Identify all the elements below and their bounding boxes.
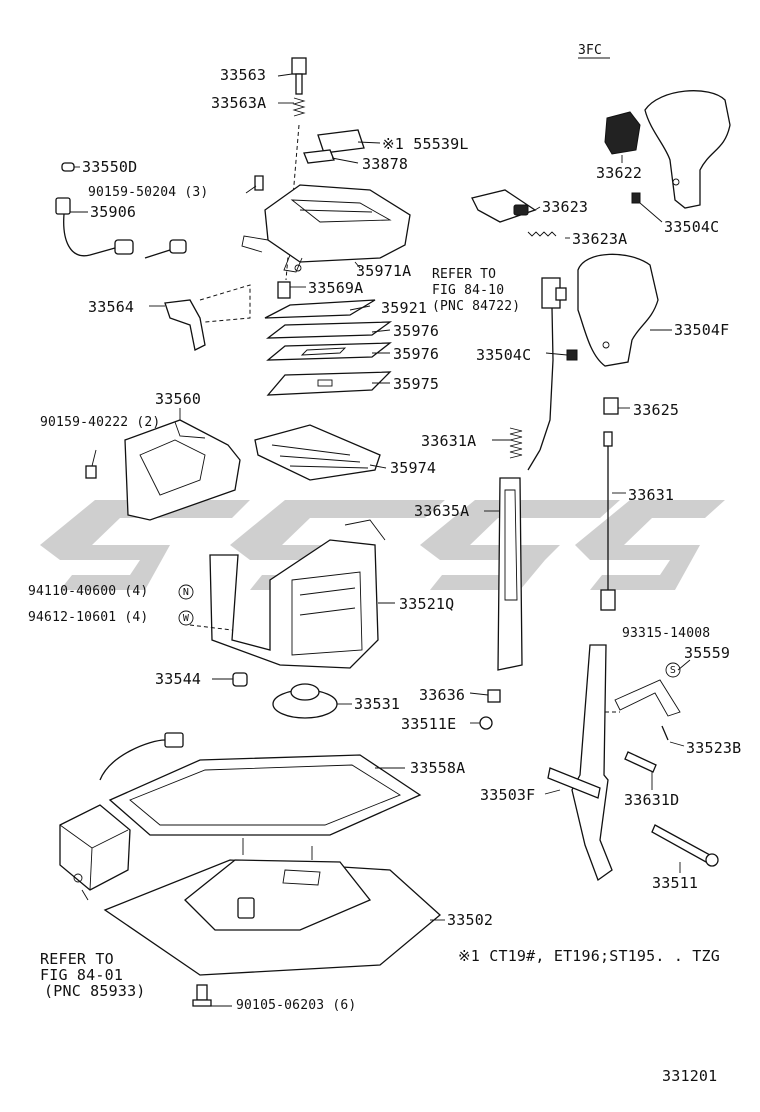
figure-code: 331201	[662, 1067, 718, 1085]
snap-callout-circle	[665, 662, 681, 678]
part-33531-boot	[272, 683, 338, 719]
label-33631A: 33631A	[421, 432, 477, 450]
label-90105-06203: 90105-06203 (6)	[236, 998, 357, 1013]
part-33569A	[277, 281, 291, 299]
label-33569A: 33569A	[308, 279, 364, 297]
part-slide-plates	[264, 299, 393, 396]
label-90159-40222: 90159-40222 (2)	[40, 415, 161, 430]
part-33635A-lever	[497, 477, 523, 671]
part-33504F-knob	[566, 253, 659, 367]
part-33631D	[624, 751, 657, 773]
label-90159-50204: 90159-50204 (3)	[88, 185, 209, 200]
label-33564: 33564	[88, 298, 135, 316]
label-93315-14008: 93315-14008	[622, 626, 711, 641]
fig-84-01: FIG 84-01	[40, 966, 124, 984]
label-35976-upper: 35976	[393, 322, 440, 340]
part-33622-button	[604, 111, 641, 155]
label-33531: 33531	[354, 695, 401, 713]
label-33563: 33563	[220, 66, 267, 84]
part-33560-switch	[85, 419, 241, 521]
label-33623: 33623	[542, 198, 589, 216]
label-33523B: 33523B	[686, 739, 742, 757]
part-33544	[232, 672, 248, 687]
label-33623A: 33623A	[572, 230, 628, 248]
nut-callout-circle	[178, 584, 194, 600]
label-33636: 33636	[419, 686, 466, 704]
part-cable-harness	[527, 277, 567, 471]
label-33504C-mid: 33504C	[476, 346, 532, 364]
pnc-84722: (PNC 84722)	[432, 299, 521, 314]
part-knob-3fc	[631, 90, 731, 209]
label-33560: 33560	[155, 390, 202, 408]
label-33625: 33625	[633, 401, 680, 419]
fig-84-10: FIG 84-10	[432, 283, 505, 298]
variant-code: 3FC	[578, 43, 603, 58]
part-35906-harness	[55, 162, 264, 259]
label-35921: 35921	[381, 299, 428, 317]
part-33623-switch	[471, 189, 557, 237]
part-33558A-gasket	[99, 732, 422, 836]
label-33563A: 33563A	[211, 94, 267, 112]
label-35974: 35974	[390, 459, 437, 477]
label-33550D: 33550D	[82, 158, 138, 176]
label-33631D: 33631D	[624, 791, 680, 809]
refer-to-1: REFER TO	[40, 950, 114, 968]
part-33511-pin	[651, 824, 719, 867]
label-33622: 33622	[596, 164, 643, 182]
label-33521Q: 33521Q	[399, 595, 455, 613]
label-33504C-top: 33504C	[664, 218, 720, 236]
part-35971A-housing	[241, 184, 411, 273]
washer-callout-circle	[178, 610, 194, 626]
part-33631A-spring	[509, 427, 523, 459]
part-35559-clip	[605, 679, 681, 717]
part-33631-rod	[600, 431, 616, 611]
part-connector-box	[59, 804, 131, 891]
label-33878: 33878	[362, 155, 409, 173]
label-35906: 35906	[90, 203, 137, 221]
refer-to-2: REFER TO	[432, 267, 497, 282]
part-35974-indicator	[254, 424, 381, 481]
part-33521Q-bracket	[189, 519, 386, 669]
label-35971A: 35971A	[356, 262, 412, 280]
label-33504F: 33504F	[674, 321, 730, 339]
label-35975: 35975	[393, 375, 440, 393]
part-33523B	[661, 725, 669, 741]
label-33635A: 33635A	[414, 502, 470, 520]
part-33625	[603, 397, 619, 415]
part-label-plates	[303, 129, 365, 164]
label-33511: 33511	[652, 874, 699, 892]
label-94110-40600: 94110-40600 (4)	[28, 584, 149, 599]
label-33544: 33544	[155, 670, 202, 688]
part-90105-bolt	[192, 984, 212, 1007]
label-35976-lower: 35976	[393, 345, 440, 363]
label-94612-10601: 94612-10601 (4)	[28, 610, 149, 625]
part-33564-bracket	[164, 284, 251, 351]
label-33502: 33502	[447, 911, 494, 929]
leader-lines	[70, 73, 691, 1007]
label-33558A: 33558A	[410, 759, 466, 777]
pnc-85933: (PNC 85933)	[44, 982, 146, 1000]
snap-symbol: S	[669, 665, 677, 676]
footnote: ※1 CT19#, ET196;ST195. . TZG	[458, 947, 720, 965]
label-33503F: 33503F	[480, 786, 536, 804]
label-33511E: 33511E	[401, 715, 457, 733]
label-33631: 33631	[628, 486, 675, 504]
label-55539L: ※1 55539L	[382, 135, 469, 153]
part-33502-base	[103, 838, 441, 976]
label-35559: 35559	[684, 644, 731, 662]
part-33636	[487, 689, 501, 703]
washer-symbol: W	[182, 613, 190, 624]
part-33511E	[479, 716, 493, 730]
part-33503F-shift-lever	[547, 644, 613, 882]
nut-symbol: N	[182, 587, 190, 598]
